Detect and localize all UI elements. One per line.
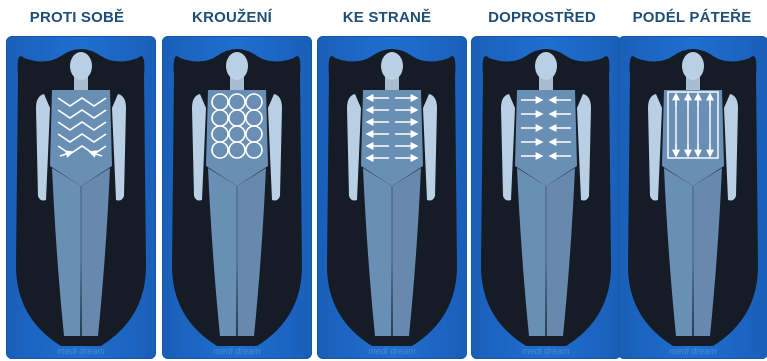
title-podel-patere: PODÉL PÁTEŘE <box>617 9 767 26</box>
massage-illustration: medi dream <box>6 36 156 359</box>
neck <box>385 76 399 90</box>
title-doprostred: DOPROSTŘED <box>467 9 617 26</box>
neck <box>74 76 88 90</box>
brand-watermark: medi dream <box>213 346 261 356</box>
brand-watermark: medi dream <box>368 346 416 356</box>
torso <box>662 90 724 186</box>
brand-watermark: medi dream <box>669 346 717 356</box>
head <box>682 52 704 80</box>
head <box>226 52 248 80</box>
panel-krouzeni: medi dream <box>162 36 312 359</box>
panel-doprostred: medi dream <box>471 36 621 359</box>
panel-podel-patere: medi dream <box>618 36 767 359</box>
torso <box>515 90 577 186</box>
head <box>70 52 92 80</box>
head <box>381 52 403 80</box>
head <box>535 52 557 80</box>
neck <box>686 76 700 90</box>
neck <box>539 76 553 90</box>
title-ke-strane: KE STRANĚ <box>312 9 462 26</box>
technique-panels: medi dream medi dream medi dream medi dr… <box>0 36 767 361</box>
massage-illustration: medi dream <box>618 36 767 359</box>
massage-illustration: medi dream <box>162 36 312 359</box>
brand-watermark: medi dream <box>57 346 105 356</box>
massage-illustration: medi dream <box>471 36 621 359</box>
brand-watermark: medi dream <box>522 346 570 356</box>
panel-proti-sobe: medi dream <box>6 36 156 359</box>
torso <box>206 90 268 186</box>
panel-ke-strane: medi dream <box>317 36 467 359</box>
title-krouzeni: KROUŽENÍ <box>157 9 307 26</box>
title-proti-sobe: PROTI SOBĚ <box>2 9 152 26</box>
technique-titles: PROTI SOBĚ KROUŽENÍ KE STRANĚ DOPROSTŘED… <box>0 0 767 34</box>
massage-illustration: medi dream <box>317 36 467 359</box>
torso <box>361 90 423 186</box>
neck <box>230 76 244 90</box>
torso <box>50 90 112 186</box>
